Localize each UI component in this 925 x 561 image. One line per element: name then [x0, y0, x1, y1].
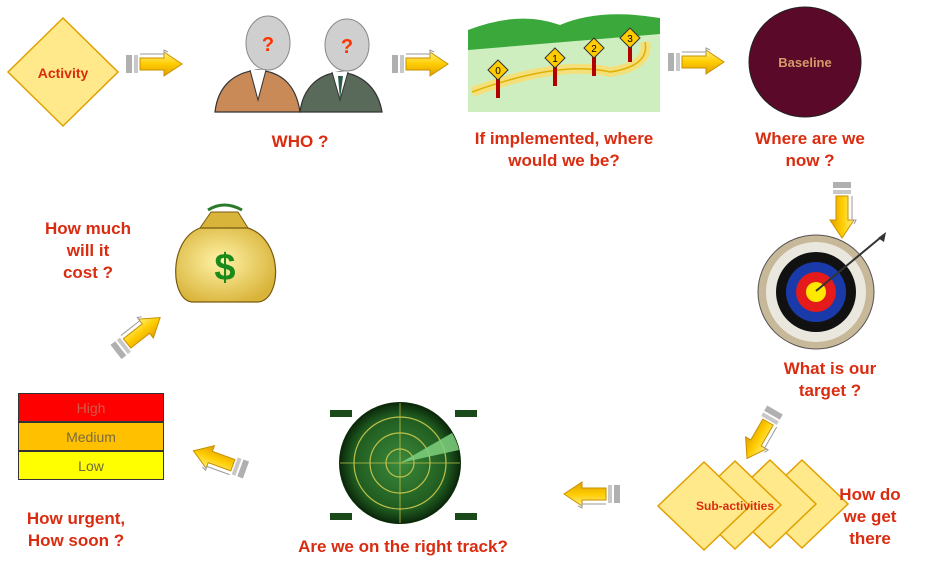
sub-activities-diamonds: Sub-activities: [656, 458, 850, 552]
urgency-medium: Medium: [18, 422, 164, 451]
activity-diamond: Activity: [6, 16, 120, 128]
arrow-up-right-icon: [106, 305, 169, 362]
arrow-left-icon: [563, 481, 621, 509]
urgency-low: Low: [18, 451, 164, 480]
arrow-right-icon: [125, 49, 183, 77]
dollar-sign: $: [214, 247, 235, 289]
activity-label: Activity: [38, 65, 89, 81]
people-icon: ? ?: [214, 15, 383, 113]
caption-target: What is our target ?: [783, 359, 877, 400]
sub-activities-label: Sub-activities: [696, 499, 774, 513]
arrow-down-left-icon: [736, 403, 788, 466]
caption-how-much: How much will it cost ?: [45, 219, 131, 282]
question-mark: ?: [341, 36, 353, 58]
caption-if-implemented: If implemented, where would we be?: [474, 129, 654, 170]
urgency-high: High: [18, 393, 164, 422]
arrow-down-icon: [829, 181, 857, 239]
caption-where-now: Where are we now ?: [755, 129, 865, 170]
baseline-label: Baseline: [778, 55, 831, 70]
caption-who: WHO ?: [271, 132, 329, 151]
radar-icon: [330, 402, 477, 524]
arrow-right-icon: [667, 47, 725, 75]
milestone-label: 1: [552, 54, 558, 65]
question-mark: ?: [262, 34, 274, 56]
arrow-right-icon: [391, 49, 449, 77]
caption-on-track: Are we on the right track?: [298, 537, 508, 556]
milestone-label: 2: [591, 44, 597, 55]
baseline-circle: Baseline: [748, 6, 862, 118]
caption-how-urgent: How urgent, How soon ?: [26, 509, 126, 550]
road-milestones-icon: 0 1 2 3: [468, 14, 660, 112]
caption-how-do-we-get-there: How do we get there: [839, 485, 901, 548]
arrow-left-icon: [188, 439, 251, 484]
money-bag-icon: $: [175, 203, 277, 303]
milestone-label: 0: [495, 66, 501, 77]
target-icon: [757, 232, 886, 350]
milestone-label: 3: [627, 34, 633, 45]
